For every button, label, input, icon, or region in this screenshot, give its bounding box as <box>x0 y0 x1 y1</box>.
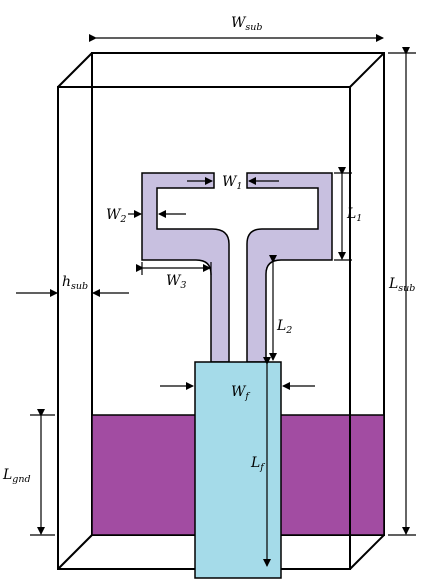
label-w2: W2 <box>106 207 126 225</box>
label-l-gnd: Lgnd <box>2 467 31 485</box>
substrate-edge <box>57 52 93 88</box>
label-wf: Wf <box>231 384 250 402</box>
label-l2: L2 <box>276 318 292 336</box>
substrate-edge <box>349 534 385 570</box>
label-w-sub: Wsub <box>231 15 262 33</box>
label-lf: Lf <box>250 455 265 473</box>
substrate-edge <box>57 534 93 570</box>
label-w1: W1 <box>222 174 242 192</box>
label-h-sub: hsub <box>62 274 88 292</box>
substrate-edge <box>349 52 385 88</box>
label-l1: L1 <box>346 206 362 224</box>
label-l-sub: Lsub <box>388 276 415 294</box>
label-w3: W3 <box>166 273 186 291</box>
label-l-gnd-backdrop <box>0 464 36 486</box>
